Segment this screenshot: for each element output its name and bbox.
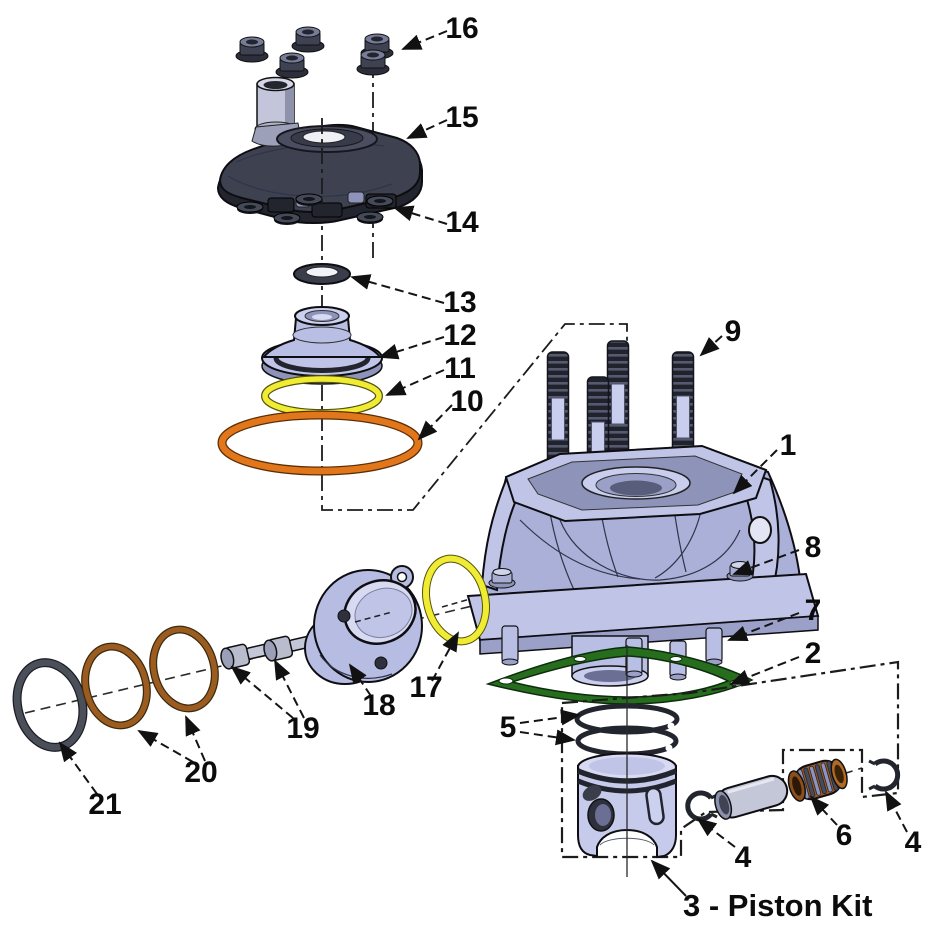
leader-19a	[230, 665, 294, 719]
callout-16: 16	[445, 12, 478, 45]
leader-2	[729, 656, 800, 685]
head-seal-ring-13	[293, 263, 351, 285]
exhaust-oring-17	[422, 554, 490, 646]
leader-20a	[137, 730, 194, 763]
piston-kit-boundary	[560, 660, 900, 859]
copper-washer-20a	[81, 642, 151, 730]
leader-5b	[519, 729, 576, 746]
leader-11	[385, 369, 445, 396]
exhaust-flange-18	[304, 565, 423, 685]
leader-10	[417, 404, 453, 441]
head-oring-large-10	[217, 410, 423, 476]
leader-1	[732, 449, 778, 495]
callout-19: 19	[286, 712, 319, 745]
leader-19b	[274, 659, 305, 719]
leader-lines	[58, 30, 908, 897]
cylinder-base-nut	[488, 568, 516, 589]
leader-8	[732, 549, 800, 576]
callout-18: 18	[362, 689, 395, 722]
leader-14	[393, 205, 448, 225]
axis-dash-in-oring	[441, 598, 471, 608]
leader-4-right	[885, 790, 908, 833]
leader-7	[727, 612, 800, 641]
callout-1: 1	[780, 429, 797, 462]
leader-13	[350, 274, 445, 304]
flange-nut	[275, 52, 309, 79]
leader-15	[406, 119, 448, 139]
callout-12: 12	[443, 319, 476, 352]
leader-9	[699, 335, 723, 357]
callout-9: 9	[725, 315, 742, 348]
washer	[295, 193, 323, 206]
callout-7: 7	[805, 594, 822, 627]
leader-17	[431, 631, 459, 682]
base-gasket-2	[485, 646, 754, 705]
callout-5: 5	[500, 711, 517, 744]
callout-2: 2	[805, 637, 822, 670]
callout-labels: 16 15 14 13 12 11 10 9 1 8 7 2 17 18 19 …	[88, 12, 921, 874]
callout-20: 20	[184, 756, 217, 789]
callout-8: 8	[805, 531, 822, 564]
callout-10: 10	[450, 385, 483, 418]
leader-4-left	[696, 817, 736, 848]
wrist-pin	[714, 774, 789, 820]
copper-washer-20b	[149, 625, 219, 713]
leader-18	[348, 663, 372, 697]
leader-20b	[185, 715, 206, 762]
callout-11: 11	[444, 352, 476, 385]
flange-bolts-19	[220, 634, 320, 670]
callout-15: 15	[445, 101, 478, 134]
washer	[366, 195, 394, 208]
flange-nut	[235, 36, 269, 63]
leader-6	[809, 795, 838, 826]
leader-21	[58, 741, 98, 795]
cylinder-head-cover-15	[216, 76, 423, 224]
flange-nut	[356, 49, 390, 76]
stud	[606, 340, 630, 476]
washer	[356, 211, 384, 224]
leader-3	[650, 859, 687, 897]
washer	[236, 201, 264, 214]
head-washers-14	[236, 193, 394, 225]
cylinder-1	[466, 444, 820, 687]
leader-5a	[519, 709, 581, 726]
needle-bearing-6	[787, 758, 848, 802]
flange-nut	[291, 26, 325, 53]
piston-kit-caption: 3 - Piston Kit	[683, 888, 872, 923]
callout-21: 21	[88, 788, 121, 821]
leader-16	[401, 30, 448, 50]
head-insert-12	[261, 306, 383, 385]
oring-dark-21	[12, 658, 88, 752]
callout-6: 6	[836, 819, 853, 852]
leader-12	[378, 336, 445, 360]
callout-4-right: 4	[905, 826, 922, 859]
flange-nuts-16	[235, 26, 394, 79]
callout-13: 13	[443, 286, 476, 319]
dowel-pins-7	[501, 625, 723, 681]
washer	[273, 212, 301, 225]
circlip-right-4	[868, 758, 901, 792]
callout-4-left: 4	[735, 841, 752, 874]
callout-14: 14	[445, 206, 479, 239]
callout-17: 17	[409, 671, 442, 704]
